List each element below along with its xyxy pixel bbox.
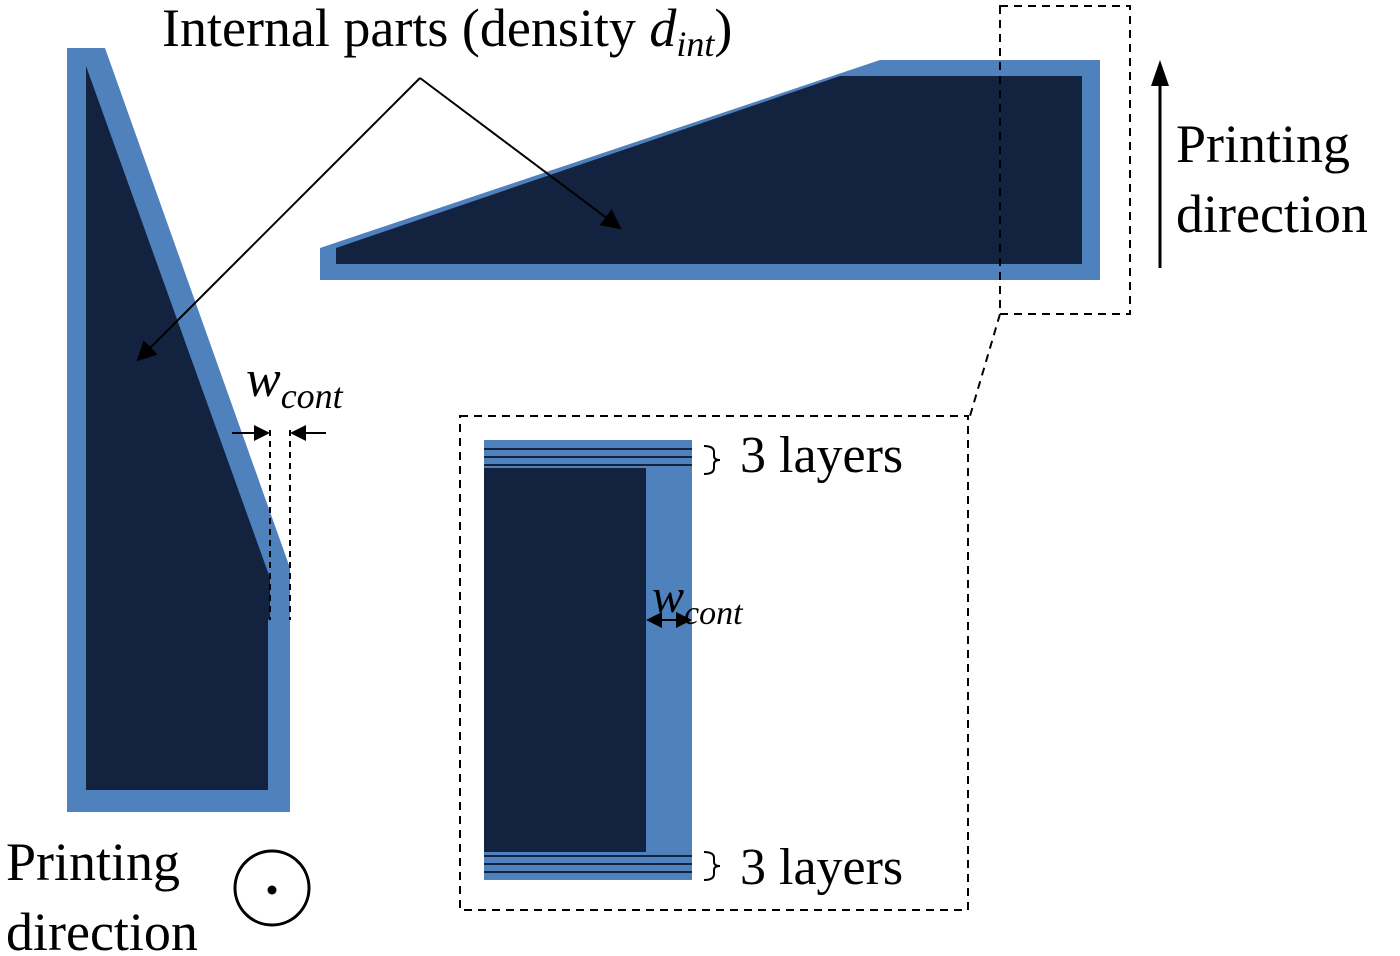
brace-top-icon	[703, 445, 721, 475]
left-part-internal	[86, 66, 270, 790]
detail-bottom-layers	[484, 855, 692, 873]
top-part	[320, 60, 1100, 280]
w-cont-detail-variable: w	[652, 570, 684, 623]
detail-section	[484, 440, 692, 880]
internal-parts-text: Internal parts (density	[162, 0, 649, 58]
w-cont-detail-subscript: cont	[684, 595, 744, 632]
left-part	[67, 48, 290, 812]
w-cont-left-subscript: cont	[281, 376, 344, 416]
printing-direction-right-line1: Printing	[1176, 114, 1350, 174]
internal-leader-arrows	[136, 77, 622, 362]
zoom-region-box	[999, 5, 1131, 315]
internal-parts-close-paren: )	[714, 0, 732, 58]
zoom-connector	[969, 313, 1001, 417]
w-cont-label-left: wcont	[246, 351, 344, 416]
printing-direction-bottom-line2: direction	[6, 902, 198, 956]
three-layers-bottom-label: 3 layers	[740, 839, 903, 896]
three-layers-top-label: 3 layers	[740, 427, 903, 484]
printing-direction-right-line2: direction	[1176, 184, 1368, 244]
top-part-internal	[336, 76, 1082, 264]
brace-bottom-icon	[703, 851, 721, 881]
w-cont-dimension-left	[232, 425, 326, 620]
out-of-plane-direction-icon	[233, 849, 311, 927]
w-cont-left-variable: w	[246, 351, 281, 408]
printing-direction-bottom-line1: Printing	[6, 832, 180, 892]
printing-direction-up-arrow	[1151, 60, 1169, 268]
density-variable: d	[649, 0, 677, 58]
leader-arrow-top	[419, 77, 622, 230]
w-cont-label-detail: wcont	[652, 570, 744, 632]
detail-internal	[484, 468, 646, 852]
leader-arrow-left	[136, 77, 421, 362]
internal-parts-label: Internal parts (density dint)	[162, 0, 732, 64]
density-subscript: int	[676, 24, 715, 64]
detail-box	[459, 415, 969, 911]
detail-top-layers	[484, 448, 692, 466]
